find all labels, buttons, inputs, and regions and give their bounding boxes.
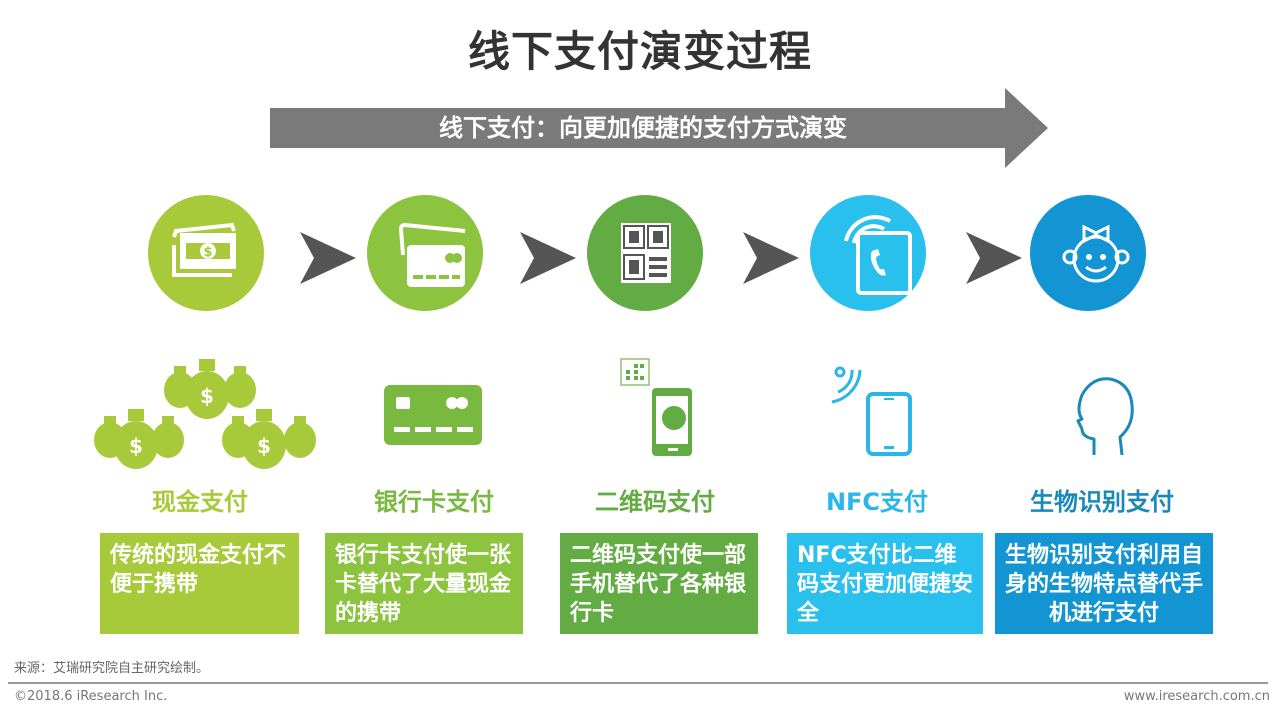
nfc-phone-icon [844, 215, 912, 295]
stage-circle-biometric [1030, 195, 1146, 311]
svg-text:$: $ [200, 384, 214, 408]
banknote-icon: $ [172, 222, 236, 277]
stage-description-qr: 二维码支付使一部手机替代了各种银行卡 [560, 533, 758, 634]
chevron-right-icon [300, 232, 356, 288]
chevron-right-icon [520, 232, 576, 288]
stage-circle-cash: $ [148, 195, 264, 311]
website-url: www.iresearch.com.cn [1123, 689, 1270, 704]
stage-circle-nfc [810, 195, 926, 311]
stage-description-biometric: 生物识别支付利用自身的生物特点替代手机进行支付 [995, 533, 1213, 634]
head-profile-icon [1072, 375, 1142, 464]
money-bags-icon: $ $ $ [90, 355, 320, 474]
phone-map-icon [620, 358, 700, 462]
stage-description-bank-card: 银行卡支付使一张卡替代了大量现金的携带 [325, 533, 523, 634]
chevron-right-icon [966, 232, 1022, 288]
stage-circle-qr [587, 195, 703, 311]
stage-description-cash: 传统的现金支付不便于携带 [100, 533, 299, 634]
stage-label-cash: 现金支付 [152, 488, 248, 516]
stage-label-bank-card: 银行卡支付 [374, 488, 494, 516]
stage-label-biometric: 生物识别支付 [1030, 488, 1174, 516]
arrow-right-icon [270, 88, 1048, 168]
stage-description-nfc: NFC支付比二维码支付更加便捷安全 [787, 533, 983, 634]
stage-circle-bank-card [367, 195, 483, 311]
face-icon [1062, 224, 1130, 283]
source-note: 来源：艾瑞研究院自主研究绘制。 [14, 661, 210, 676]
credit-cards-icon [398, 222, 466, 287]
svg-text:$: $ [203, 245, 212, 260]
copyright: ©2018.6 iResearch Inc. [14, 689, 168, 704]
phone-signal-icon [830, 362, 920, 461]
page-title: 线下支付演变过程 [467, 27, 812, 76]
svg-text:$: $ [257, 434, 271, 458]
stage-label-qr: 二维码支付 [595, 488, 715, 516]
svg-text:$: $ [129, 434, 143, 458]
credit-card-icon [384, 385, 482, 451]
footer-divider [8, 682, 1268, 684]
banner-text: 线下支付：向更加便捷的支付方式演变 [439, 114, 847, 142]
stage-label-nfc: NFC支付 [825, 488, 929, 516]
qr-code-icon [621, 223, 671, 283]
evolution-banner-arrow: 线下支付：向更加便捷的支付方式演变 [270, 88, 1048, 168]
chevron-right-icon [743, 232, 799, 288]
